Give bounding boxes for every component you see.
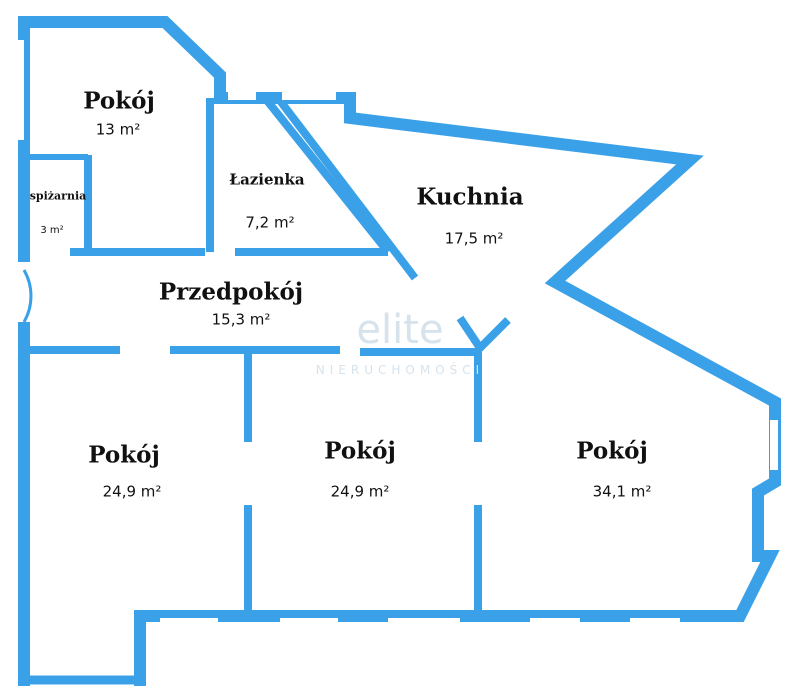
room-area-pokoj-top: 13 m²: [95, 120, 141, 139]
watermark-logo: elite: [356, 307, 444, 353]
room-area-przedpokoj: 15,3 m²: [211, 310, 271, 329]
window-bottom-4: [530, 618, 580, 624]
wall-kitchen-diagonal: [274, 95, 419, 281]
outer-wall-top-left: [18, 15, 781, 686]
room-name-spizarnia: spiżarnia: [29, 189, 87, 203]
window-bottom-3: [388, 618, 460, 624]
room-name-kuchnia: Kuchnia: [416, 183, 524, 211]
room-name-pokoj-right: Pokój: [576, 437, 648, 465]
room-area-kuchnia: 17,5 m²: [444, 229, 504, 248]
room-name-lazienka: Łazienka: [229, 170, 305, 189]
room-name-przedpokoj: Przedpokój: [158, 278, 304, 306]
wall-lazienka-diagonal: [261, 95, 392, 255]
room-area-pokoj-right: 34,1 m²: [592, 482, 652, 501]
room-area-pokoj-middle: 24,9 m²: [330, 482, 390, 501]
openings-group: [18, 40, 778, 624]
room-name-pokoj-middle: Pokój: [324, 437, 396, 465]
walls-group: [18, 15, 781, 686]
window-top-2: [282, 92, 336, 100]
window-right-1: [770, 420, 778, 470]
window-bottom-2: [280, 618, 338, 624]
window-bottom-5: [630, 618, 680, 624]
room-area-spizarnia: 3 m²: [40, 225, 64, 236]
room-name-pokoj-left: Pokój: [88, 441, 160, 469]
room-area-pokoj-left: 24,9 m²: [102, 482, 162, 501]
watermark-tagline: NIERUCHOMOŚCI: [315, 363, 485, 377]
window-top-1: [228, 92, 256, 100]
room-area-lazienka: 7,2 m²: [245, 213, 295, 232]
wall-kitchen-corner: [456, 315, 511, 355]
window-left-1: [18, 40, 24, 140]
room-name-pokoj-top: Pokój: [83, 87, 155, 115]
door-arc: [22, 269, 33, 323]
window-bottom-1: [160, 618, 218, 624]
